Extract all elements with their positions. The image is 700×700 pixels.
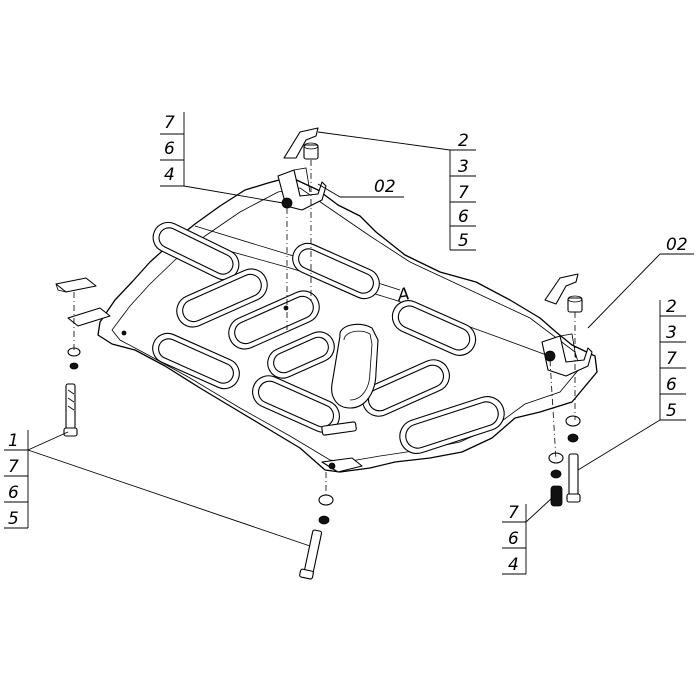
callout-6: 6 xyxy=(8,483,19,503)
callout-3: 3 xyxy=(458,157,469,177)
callout-7: 7 xyxy=(164,113,175,133)
left-mount-tab xyxy=(67,307,111,327)
callout-7: 7 xyxy=(458,183,469,203)
callout-top-bracket: 02 xyxy=(317,177,404,198)
right-inner-washer-5 xyxy=(548,452,564,464)
callout-6: 6 xyxy=(458,207,469,227)
callout-6: 6 xyxy=(666,375,677,395)
plate-mark: A xyxy=(395,284,411,306)
callout-right-bracket: 02 xyxy=(587,235,694,329)
callout-2: 2 xyxy=(458,131,469,151)
callout-4: 4 xyxy=(508,555,519,575)
top-bushing-part-3 xyxy=(303,144,319,160)
callout-5: 5 xyxy=(458,231,469,251)
right-inner-lockwasher-6 xyxy=(550,469,562,479)
callout-3: 3 xyxy=(666,323,677,343)
service-hatch xyxy=(331,323,379,409)
left-rivet-icon xyxy=(121,330,127,336)
callout-02: 02 xyxy=(374,177,396,197)
assembly-axes xyxy=(73,160,576,496)
callout-top-left: 7 6 4 xyxy=(160,112,284,204)
callout-02: 02 xyxy=(666,235,688,255)
callout-1: 1 xyxy=(8,431,19,451)
plate-tab-slot-front xyxy=(321,421,357,436)
right-lockwasher-6 xyxy=(567,433,579,443)
plate-slots xyxy=(152,221,505,454)
front-fastener-stack xyxy=(299,494,334,580)
right-washer-5 xyxy=(565,415,581,427)
right-spacer-hardware xyxy=(544,273,583,313)
right-bushing-part-3 xyxy=(567,297,583,313)
callout-left: 1 7 6 5 xyxy=(4,430,311,547)
callout-6: 6 xyxy=(508,529,519,549)
right-clip-part-2 xyxy=(544,273,579,305)
callout-right: 2 3 7 6 5 xyxy=(577,297,686,471)
callout-7: 7 xyxy=(666,349,677,369)
front-lockwasher-6 xyxy=(318,515,330,525)
top-spacer-hardware xyxy=(283,127,319,160)
skid-plate: A xyxy=(67,176,598,473)
right-bracket-02 xyxy=(541,333,593,377)
top-clip-part-2 xyxy=(283,127,319,159)
callout-4: 4 xyxy=(164,165,175,185)
right-bolt-1 xyxy=(568,453,579,501)
right-fastener-stack xyxy=(548,415,581,507)
right-nut-4 xyxy=(550,485,563,507)
callout-top-right: 2 3 7 6 5 xyxy=(317,131,476,251)
callout-7: 7 xyxy=(508,503,519,523)
front-mount-hole-icon xyxy=(328,462,336,470)
callout-5: 5 xyxy=(8,509,19,529)
callout-7: 7 xyxy=(8,457,19,477)
left-fastener-stack xyxy=(55,277,97,437)
callout-2: 2 xyxy=(666,297,677,317)
callout-6: 6 xyxy=(164,139,175,159)
callout-bottom-right: 7 6 4 xyxy=(502,497,553,575)
left-clip-plate xyxy=(55,277,97,293)
left-lockwasher-6 xyxy=(69,362,79,370)
callout-5: 5 xyxy=(666,401,677,421)
front-washer-5 xyxy=(318,494,334,506)
